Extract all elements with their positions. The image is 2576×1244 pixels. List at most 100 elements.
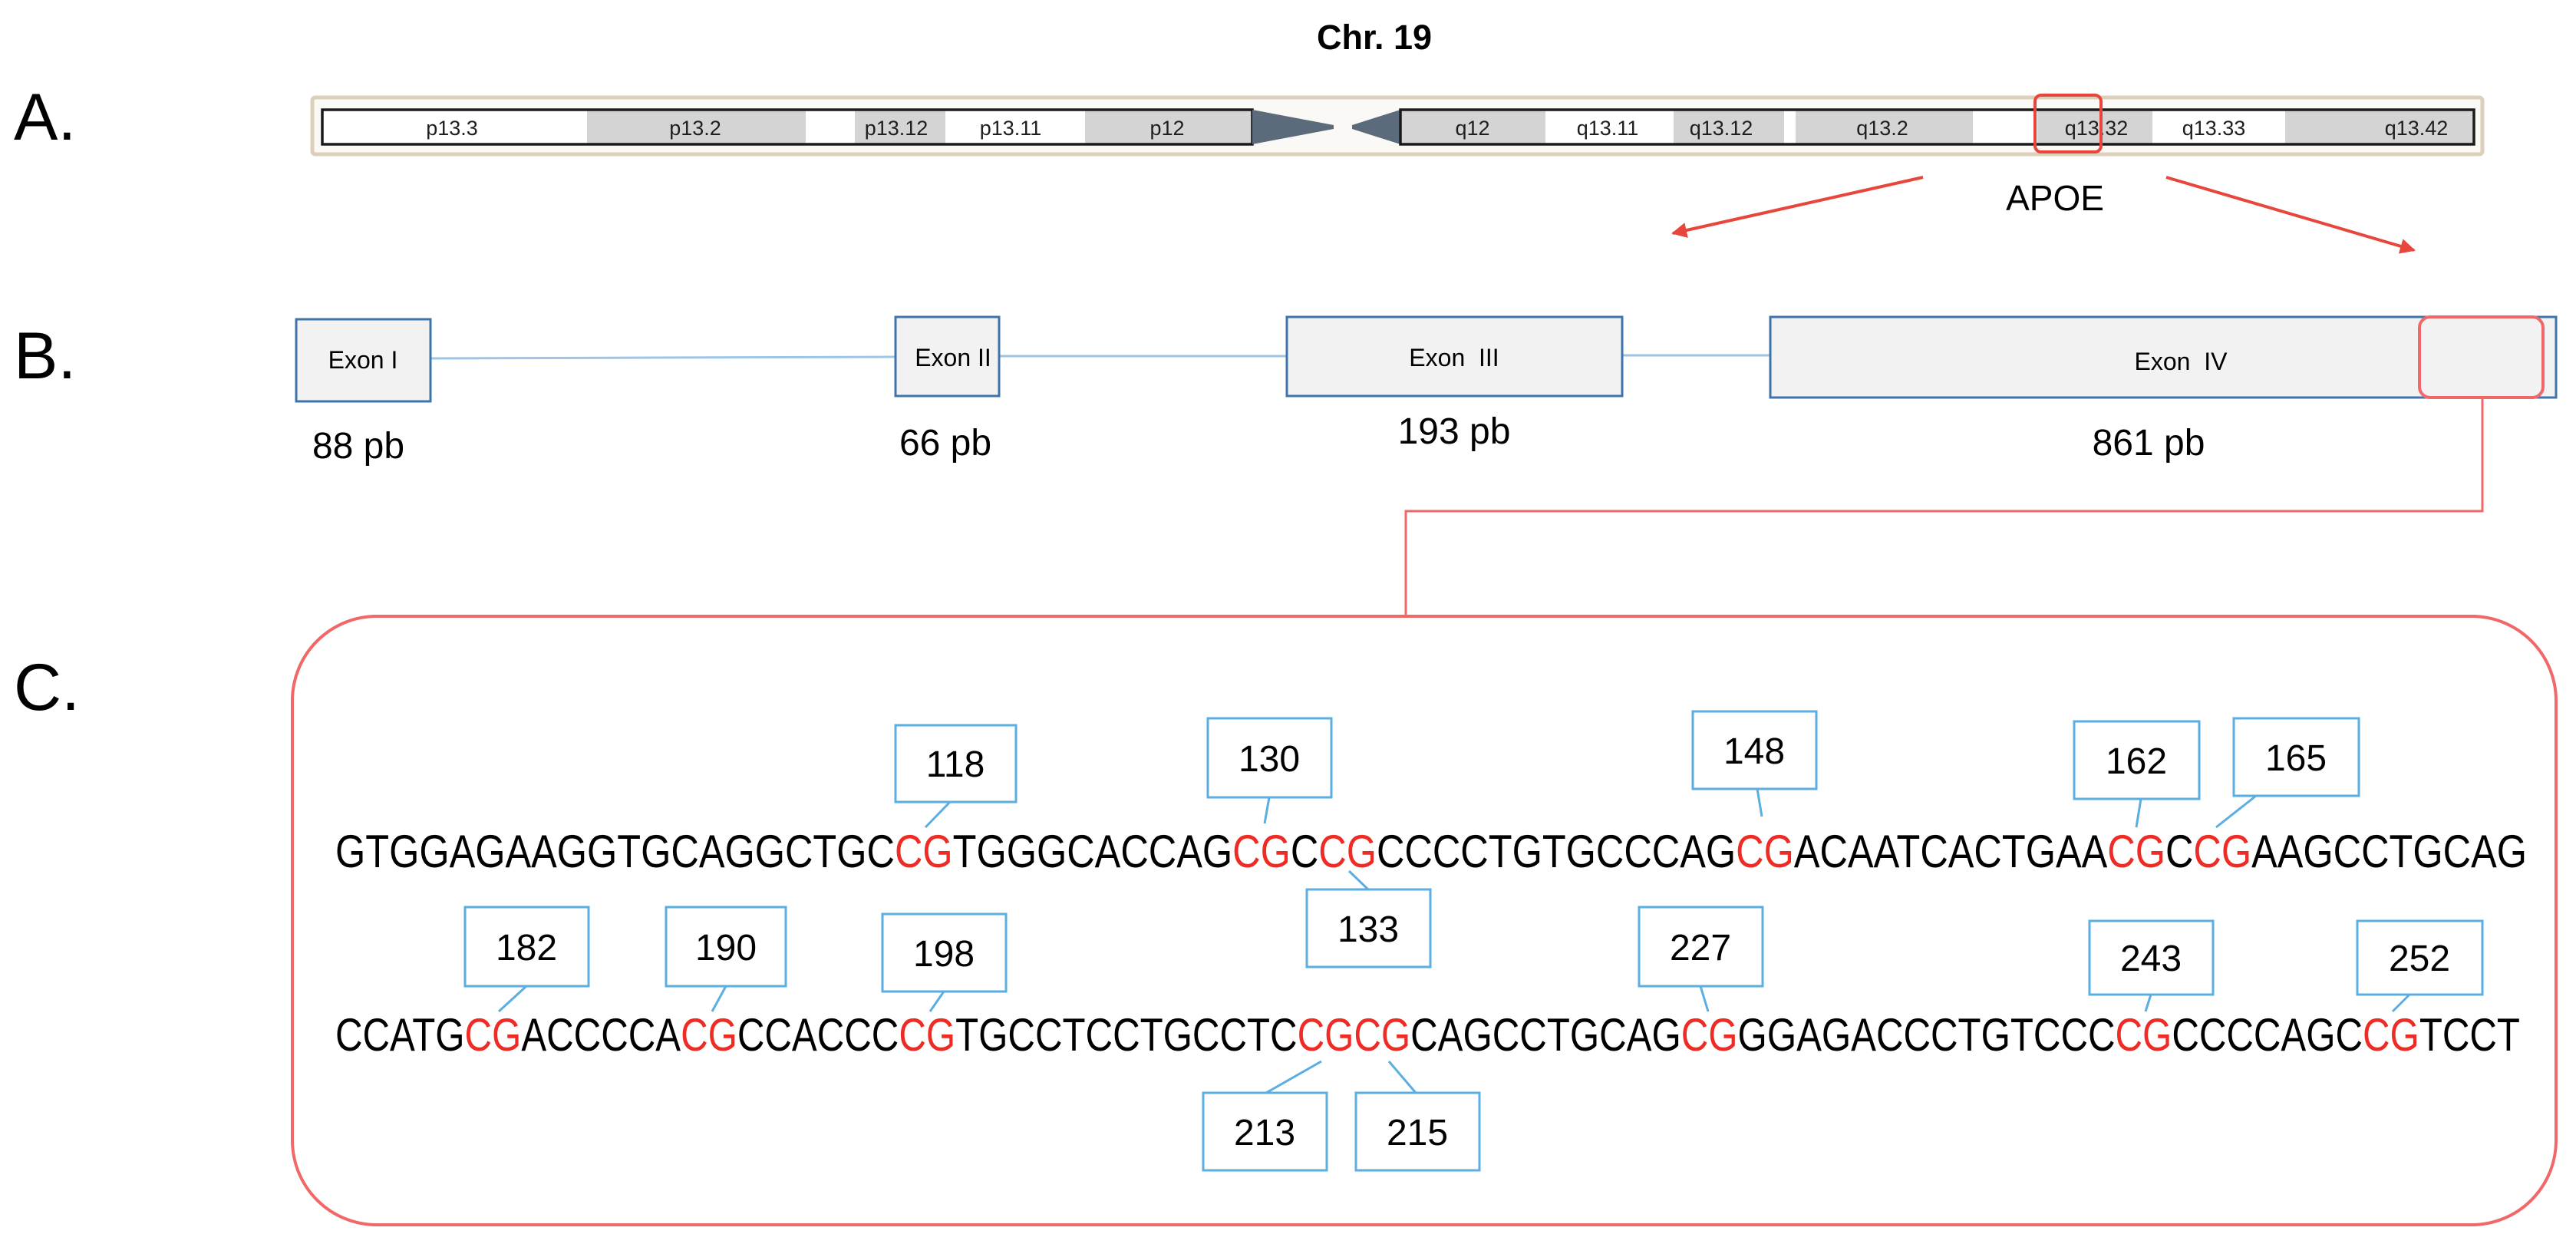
cpg-site-number: 252 <box>2389 939 2450 979</box>
exon-3-box <box>1285 315 1624 398</box>
sequence-segment: TGCCTCCTGCCTC <box>955 1009 1297 1061</box>
cpg-site-box <box>1305 888 1432 968</box>
exon-1-label: Exon I <box>328 346 398 374</box>
cpg-dinucleotide: CG <box>1232 826 1291 877</box>
exon-3-length: 193 pb <box>1398 411 1511 452</box>
chromosome-title: Chr. 19 <box>1317 18 1432 57</box>
zoom-arrow-left <box>1671 176 1924 238</box>
gene-label: APOE <box>2006 178 2104 218</box>
cpg-site-number: 213 <box>1234 1113 1295 1153</box>
band-labels: p13.3 p13.2 p13.12 p13.11 p12 q12 q13.11… <box>426 117 2448 140</box>
cpg-site-number: 190 <box>695 928 757 968</box>
cpg-site-connector <box>1347 869 1370 891</box>
band-unlabeled <box>806 110 855 144</box>
band-label: q13.42 <box>2385 117 2449 140</box>
cpg-site-annotation: 227 <box>1638 906 1764 1012</box>
band-q13-33 <box>2152 110 2285 144</box>
chromosome-ideogram: p13.3 p13.2 p13.12 p13.11 p12 q12 q13.11… <box>310 94 2485 254</box>
callout-connector <box>1404 398 2484 616</box>
band-q13-42 <box>2285 110 2474 144</box>
band-unlabeled <box>1973 110 2037 144</box>
sequence-segment: GTGGAGAAGGTGCAGGCTGC <box>335 826 895 877</box>
band-label: p13.3 <box>426 117 478 140</box>
exon-3-label: Exon III <box>1409 344 1499 371</box>
band-q13-32 <box>2037 110 2152 144</box>
cpg-site-annotation: 252 <box>2356 919 2484 1013</box>
cpg-site-connector <box>1756 788 1763 817</box>
band-label: p12 <box>1149 117 1184 140</box>
band-label: q13.2 <box>1856 117 1908 140</box>
band-label: p13.11 <box>980 117 1042 140</box>
band-label: q13.12 <box>1690 117 1753 140</box>
sequence-segment: AAGCCTGCAG <box>2251 826 2527 877</box>
intron-line <box>430 355 896 360</box>
band-q13-11 <box>1545 110 1674 144</box>
band-label: q12 <box>1455 117 1489 140</box>
band-p13-2 <box>587 110 806 144</box>
cpg-site-connector <box>497 985 528 1013</box>
exon-1-box <box>295 318 432 403</box>
exon-4-length: 861 pb <box>2093 423 2205 464</box>
cpg-site-annotation: 198 <box>881 912 1008 1012</box>
cpg-site-box <box>1202 1091 1328 1172</box>
cpg-site-connector <box>1263 797 1271 824</box>
cpg-site-connector <box>2215 794 2257 829</box>
cpg-site-connector <box>928 991 945 1012</box>
cpg-dinucleotide: CG <box>1318 826 1377 877</box>
band-label: p13.12 <box>865 117 928 140</box>
cpg-site-annotation: 215 <box>1354 1061 1481 1172</box>
panel-label-a: A. <box>14 81 76 154</box>
cpg-site-connector <box>2391 993 2411 1013</box>
sequence-segment: CCCCTGTGCCCAG <box>1377 826 1736 877</box>
band-p13-12 <box>855 110 945 144</box>
exon-1-length: 88 pb <box>312 426 404 467</box>
band-q13-12 <box>1674 110 1784 144</box>
cpg-site-box <box>1691 710 1818 790</box>
cpg-site-box <box>894 724 1018 803</box>
cpg-site-number: 227 <box>1670 928 1731 968</box>
cpg-site-box <box>2088 919 2215 996</box>
sequence-segment: C <box>1291 826 1318 877</box>
cpg-site-annotation: 148 <box>1691 710 1818 817</box>
band-p13-11 <box>945 110 1085 144</box>
sequence-segment: ACCCCA <box>521 1009 681 1061</box>
cpg-site-box <box>463 906 590 988</box>
sequence-segment: CCATG <box>335 1009 465 1061</box>
cpg-dinucleotide: CG <box>2363 1009 2419 1061</box>
q-arm <box>1399 108 2475 146</box>
cpg-site-connector <box>2135 798 2142 828</box>
cpg-site-box <box>2356 919 2484 996</box>
cpg-dinucleotide: CG <box>2107 826 2165 877</box>
cpg-dinucleotide: CG <box>1736 826 1794 877</box>
band-label: p13.2 <box>669 117 721 140</box>
band-p12 <box>1085 110 1252 144</box>
cpg-site-connector <box>924 800 952 829</box>
cpg-dinucleotide: CG <box>681 1009 737 1061</box>
band-label: q13.11 <box>1577 117 1639 140</box>
cpg-site-box <box>665 906 787 988</box>
gene-locus-highlight <box>2033 94 2103 153</box>
cpg-dinucleotide: CG <box>2116 1009 2172 1061</box>
cpg-dinucleotide: CG <box>465 1009 522 1061</box>
panel-label-b: B. <box>14 319 76 393</box>
cpg-site-number: 243 <box>2120 939 2182 979</box>
band-label: q13.32 <box>2065 117 2129 140</box>
cpg-site-annotation: 190 <box>665 906 787 1012</box>
cpg-site-annotation: 243 <box>2088 919 2215 1012</box>
cpg-site-number: 133 <box>1337 909 1399 950</box>
gene-structure: Exon I 88 pb Exon II 66 pb Exon III 193 … <box>295 315 2558 616</box>
sequence-segment: CCACCC <box>737 1009 899 1061</box>
band-q13-2 <box>1796 110 1973 144</box>
cpg-site-connector <box>2144 994 2152 1012</box>
sequence-panel: GTGGAGAAGGTGCAGGCTGCCGTGGGCACCAGCGCCGCCC… <box>291 615 2558 1226</box>
cpg-site-box <box>1638 906 1764 988</box>
centromere-p-side <box>1252 110 1334 144</box>
cpg-site-number: 165 <box>2265 738 2327 779</box>
band-unlabeled <box>1784 110 1796 144</box>
cpg-site-connector <box>1699 985 1710 1012</box>
band-q12 <box>1400 110 1545 144</box>
cpg-site-annotation: 133 <box>1305 869 1432 968</box>
cpg-dinucleotide: CG <box>895 826 953 877</box>
cpg-dinucleotide: CG <box>899 1009 955 1061</box>
